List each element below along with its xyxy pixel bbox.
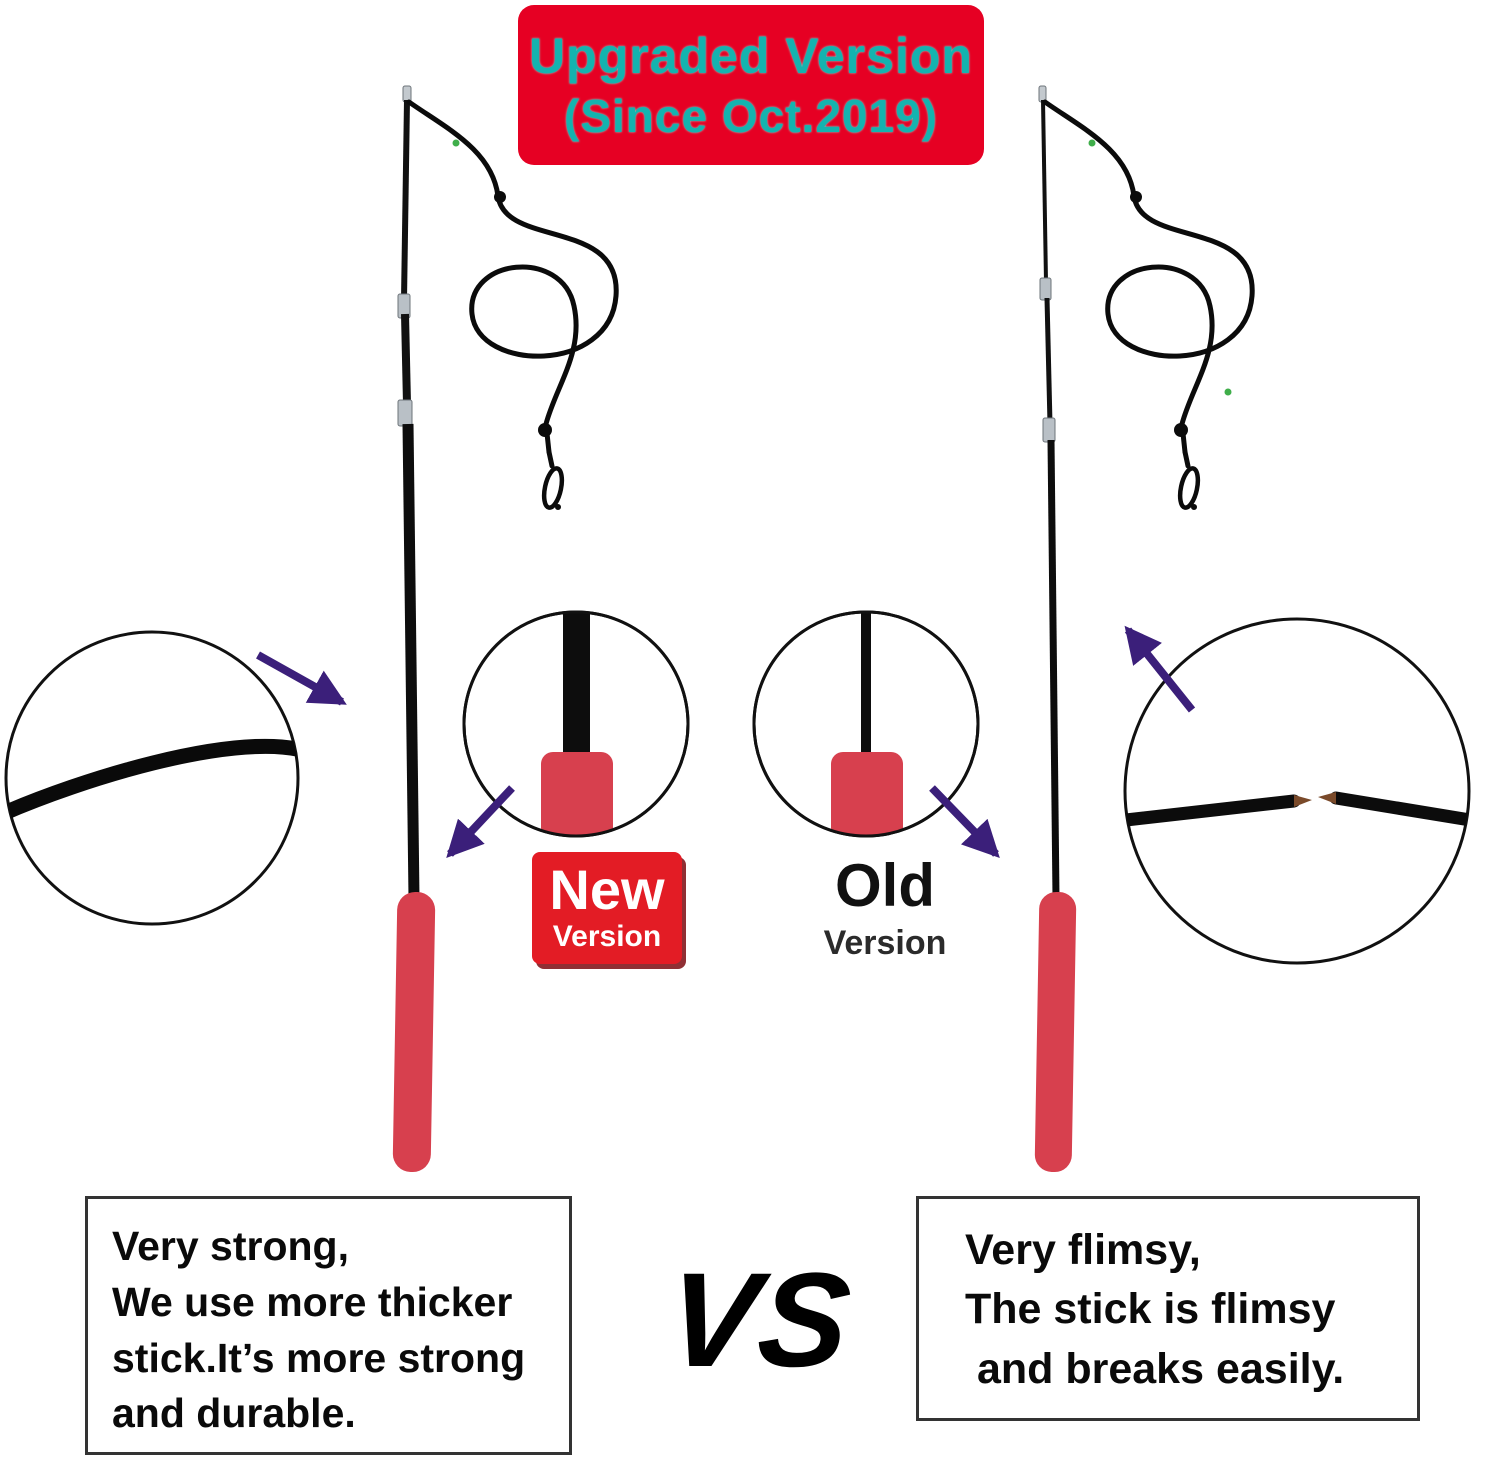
callout-line: We use more thicker bbox=[112, 1278, 513, 1325]
new-version-callout-box: Very strong, We use more thicker stick.I… bbox=[85, 1196, 572, 1455]
callout-line: stick.It’s more strong bbox=[112, 1334, 526, 1381]
green-bead bbox=[1224, 388, 1232, 396]
callout-line: The stick is flimsy bbox=[965, 1285, 1336, 1334]
new-badge-word: New bbox=[549, 858, 665, 921]
arrow-icon bbox=[929, 785, 1000, 858]
callout-line: Very strong, bbox=[112, 1223, 349, 1269]
magnifier-strong-stick bbox=[4, 630, 300, 926]
string-clasp bbox=[1177, 449, 1201, 510]
old-rod bbox=[1034, 85, 1077, 1173]
upgraded-version-banner: Upgraded Version (Since Oct.2019) bbox=[518, 5, 984, 165]
old-rod-handle bbox=[1034, 892, 1077, 1173]
magnifier-broken-stick bbox=[1123, 617, 1471, 965]
new-rod-string bbox=[406, 99, 619, 510]
magnifier-old-handle bbox=[752, 610, 980, 838]
banner-subtitle: (Since Oct.2019) bbox=[564, 90, 938, 142]
old-version-callout-box: Very flimsy, The stick is flimsy and bre… bbox=[916, 1196, 1420, 1421]
callout-line: Very flimsy, bbox=[965, 1226, 1201, 1274]
callout-line: and durable. bbox=[112, 1390, 356, 1437]
arrow-icon bbox=[446, 785, 515, 859]
new-badge-subword: Version bbox=[552, 920, 662, 953]
new-rod bbox=[392, 85, 436, 1172]
new-rod-tip bbox=[402, 85, 412, 103]
banner-title: Upgraded Version bbox=[529, 28, 973, 84]
callout-line: and breaks easily. bbox=[965, 1344, 1345, 1393]
new-version-badge: New Version bbox=[532, 852, 682, 964]
magnifier-new-handle bbox=[462, 610, 690, 838]
new-rod-handle bbox=[392, 892, 436, 1172]
old-label-subword: Version bbox=[823, 924, 947, 962]
callout-arrows bbox=[256, 625, 1196, 859]
string-clasp bbox=[541, 449, 565, 510]
green-bead bbox=[452, 139, 460, 147]
vs-text: VS bbox=[660, 1246, 859, 1395]
arrow-icon bbox=[1124, 625, 1196, 713]
old-rod-string bbox=[1042, 99, 1255, 510]
green-bead bbox=[1088, 139, 1096, 147]
arrow-icon bbox=[256, 651, 347, 706]
old-label-word: Old bbox=[835, 852, 935, 919]
old-version-label: Old Version bbox=[795, 856, 975, 963]
